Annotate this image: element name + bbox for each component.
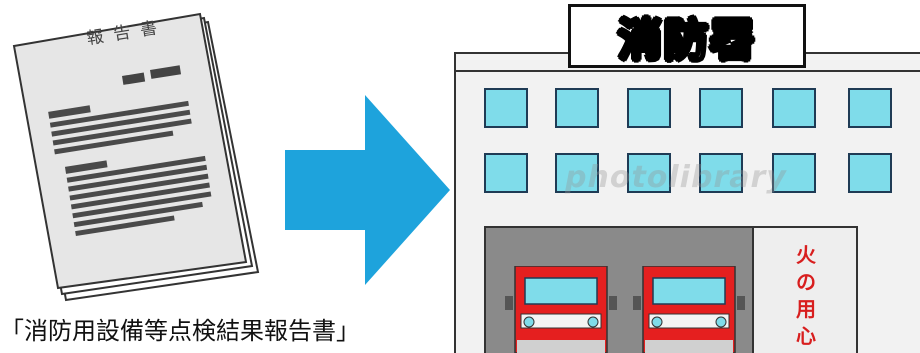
report-document: 報告書 (0, 0, 280, 310)
poster-panel (754, 226, 858, 353)
window (699, 153, 743, 193)
poster-char: 用 (796, 297, 816, 321)
arrow-right-icon (285, 95, 450, 285)
report-document-icon (12, 12, 260, 302)
fire-station-sign: 消防署 (568, 4, 806, 68)
window (627, 88, 671, 128)
watermark: photolibrary (565, 160, 787, 195)
window (555, 153, 599, 193)
poster-char: 火 (796, 243, 816, 267)
fire-truck-icon (633, 266, 745, 353)
fire-station-sign-text: 消防署 (617, 14, 756, 67)
window (627, 153, 671, 193)
window (484, 153, 528, 193)
poster-char: の (796, 270, 816, 294)
window (555, 88, 599, 128)
roof-line (454, 70, 920, 72)
window (772, 88, 816, 128)
window (772, 153, 816, 193)
fire-truck-icon (505, 266, 617, 353)
window (848, 153, 892, 193)
window (699, 88, 743, 128)
window (484, 88, 528, 128)
window (848, 88, 892, 128)
poster-char: 心 (796, 324, 816, 348)
fire-prevention-poster: 火 の 用 心 (754, 242, 858, 350)
report-caption: 「消防用設備等点検結果報告書」 (0, 317, 360, 345)
